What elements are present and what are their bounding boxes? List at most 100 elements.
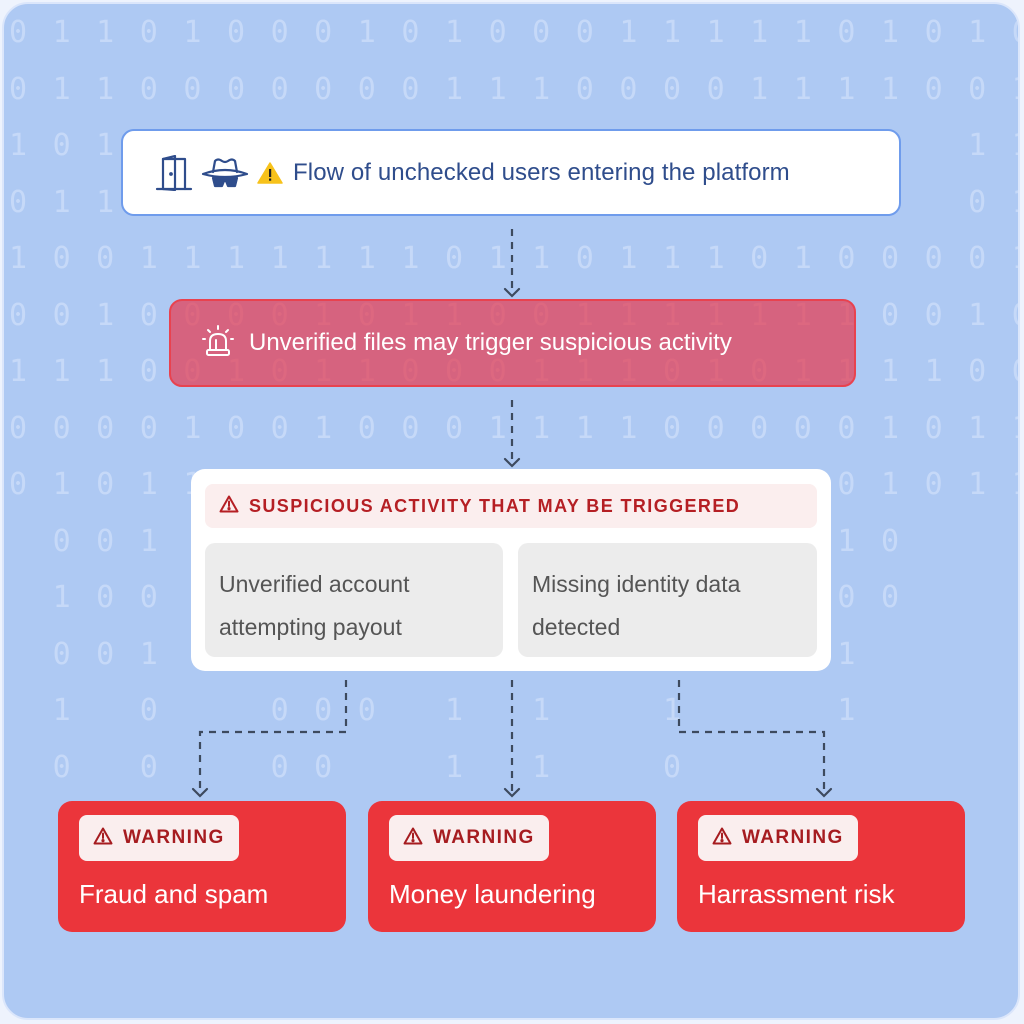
binary-digit: 0 (924, 241, 943, 276)
binary-digit: 1 (880, 71, 900, 107)
activity-item: Missing identity data detected (518, 543, 817, 657)
binary-digit: 1 (793, 241, 812, 276)
binary-digit: 1 (444, 749, 464, 785)
binary-digit: 0 (139, 749, 158, 785)
binary-digit: 0 (444, 410, 464, 446)
binary-digit: 0 (924, 410, 943, 446)
binary-digit: 1 (968, 467, 987, 502)
binary-digit: 0 (96, 467, 115, 502)
binary-digit: 0 (8, 297, 28, 333)
binary-digit: 1 (662, 241, 682, 276)
binary-digit: 1 (837, 523, 856, 559)
warning-badge-label: WARNING (742, 827, 844, 848)
spy-hat-icon (201, 156, 249, 190)
binary-digit: 0 (793, 410, 812, 446)
binary-digit: 0 (139, 410, 158, 446)
binary-digit: 1 (314, 410, 333, 446)
binary-digit: 1 (793, 15, 812, 50)
suspicious-activity-card: SUSPICIOUS ACTIVITY THAT MAY BE TRIGGERE… (191, 469, 831, 671)
alert-title: Unverified files may trigger suspicious … (249, 329, 732, 356)
binary-digit: 0 (270, 693, 289, 728)
binary-digit: 1 (880, 15, 900, 50)
binary-digit: 0 (1009, 18, 1018, 48)
binary-digit: 0 (226, 15, 246, 50)
binary-digit: 0 (52, 523, 71, 559)
binary-digit: 0 (662, 71, 682, 107)
unverified-files-alert: Unverified files may trigger suspicious … (169, 299, 856, 387)
binary-digit: 0 (226, 410, 246, 446)
siren-icon (201, 324, 235, 363)
binary-digit: 1 (96, 354, 115, 389)
binary-digit: 1 (8, 128, 28, 163)
activity-item: Unverified account attempting payout (205, 543, 503, 657)
binary-digit: 0 (52, 410, 71, 446)
binary-digit: 1 (575, 410, 594, 446)
binary-digit: 1 (619, 410, 638, 446)
binary-digit: 1 (8, 241, 28, 276)
warning-card-fraud: WARNING Fraud and spam (58, 801, 346, 932)
binary-digit: 0 (619, 71, 638, 107)
warning-label: Harrassment risk (698, 879, 895, 909)
binary-digit: 1 (52, 354, 71, 389)
warning-triangle-icon (712, 827, 732, 850)
binary-digit: 1 (52, 184, 71, 220)
binary-digit: 0 (880, 241, 900, 276)
binary-digit: 1 (488, 241, 507, 276)
binary-digit: 0 (314, 749, 333, 785)
card-header: SUSPICIOUS ACTIVITY THAT MAY BE TRIGGERE… (205, 484, 817, 528)
binary-digit: 0 (96, 636, 115, 672)
binary-digit: 0 (968, 354, 987, 389)
binary-digit: 1 (619, 241, 638, 276)
binary-digit: 1 (750, 71, 769, 107)
binary-digit: 0 (880, 523, 900, 559)
entry-flow-box: Flow of unchecked users entering the pla… (121, 129, 901, 216)
binary-digit: 1 (662, 693, 682, 728)
binary-digit: 1 (1009, 413, 1018, 444)
binary-digit: 1 (52, 71, 71, 107)
binary-digit: 0 (837, 467, 856, 502)
binary-digit: 0 (401, 71, 420, 107)
binary-digit: 0 (270, 749, 289, 785)
binary-digit: 0 (314, 693, 333, 728)
binary-digit: 0 (52, 297, 71, 333)
binary-digit: 0 (139, 71, 158, 107)
binary-digit: 1 (314, 241, 333, 276)
binary-digit: 1 (968, 410, 987, 446)
binary-digit: 0 (968, 241, 987, 276)
binary-digit: 0 (314, 15, 333, 50)
binary-digit: 0 (401, 410, 420, 446)
binary-digit: 0 (8, 15, 28, 50)
binary-digit: 0 (139, 15, 158, 50)
binary-digit: 0 (139, 693, 158, 728)
binary-digit: 1 (880, 467, 900, 502)
binary-digit: 1 (1009, 244, 1018, 274)
binary-digit: 0 (8, 410, 28, 446)
binary-digit: 1 (793, 71, 812, 107)
binary-digit: 1 (532, 71, 551, 107)
binary-digit: 1 (706, 241, 725, 276)
binary-digit: 1 (96, 15, 115, 50)
binary-digit: 1 (96, 71, 115, 107)
binary-digit: 0 (444, 241, 464, 276)
binary-digit: 1 (750, 15, 769, 50)
binary-digit: 1 (924, 354, 943, 389)
warning-triangle-icon (219, 495, 239, 518)
warning-badge-label: WARNING (123, 827, 225, 848)
binary-digit: 1 (270, 241, 289, 276)
binary-digit: 1 (837, 693, 856, 728)
binary-digit: 1 (444, 71, 464, 107)
binary-digit: 0 (488, 15, 507, 50)
binary-digit: 1 (401, 241, 420, 276)
warning-badge: WARNING (698, 815, 858, 861)
warning-triangle-icon (93, 827, 113, 850)
warning-badge-label: WARNING (433, 827, 535, 848)
binary-digit: 1 (1009, 187, 1018, 218)
binary-digit: 1 (52, 693, 71, 728)
binary-digit: 0 (924, 467, 943, 502)
binary-digit: 0 (139, 580, 158, 615)
binary-digit: 0 (52, 749, 71, 785)
binary-digit: 0 (837, 580, 856, 615)
binary-digit: 0 (532, 15, 551, 50)
binary-digit: 1 (662, 15, 682, 50)
binary-digit: 0 (96, 580, 115, 615)
